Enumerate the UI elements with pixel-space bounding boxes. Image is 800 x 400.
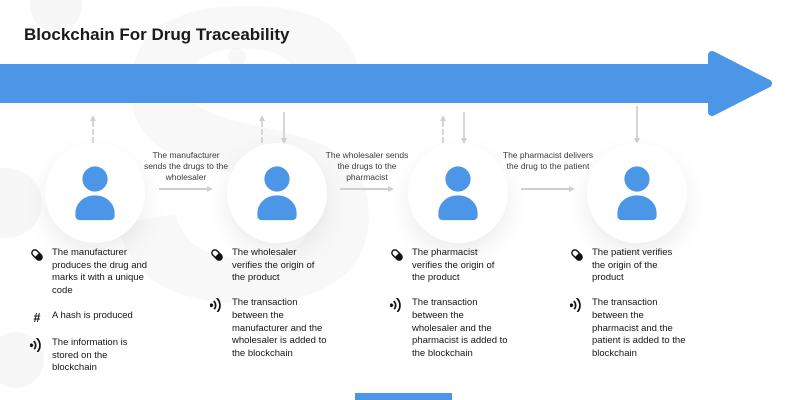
actor-circle-patient: [587, 143, 687, 243]
bullet-list-wholesaler: The wholesaler verifies the origin of th…: [210, 247, 336, 373]
list-item: The patient verifies the origin of the p…: [570, 247, 696, 285]
transfer-label: The manufacturer sends the drugs to the …: [143, 150, 229, 182]
pill-icon: [571, 249, 583, 261]
to-blockchain-arrow-icon: [258, 115, 266, 143]
list-item: The transaction between the wholesaler a…: [390, 297, 516, 361]
transfer-arrow-icon: [159, 186, 213, 192]
bullet-list-pharmacist: The pharmacist verifies the origin of th…: [390, 247, 516, 373]
bullet-text: The patient verifies the origin of the p…: [592, 247, 673, 284]
pill-icon: [211, 249, 223, 261]
hash-icon: #: [33, 310, 41, 325]
list-item: The transaction between the manufacturer…: [210, 297, 336, 361]
actor-circle-manufacturer: [45, 143, 145, 243]
to-blockchain-arrow-icon: [439, 115, 447, 143]
footer-accent-bar: [355, 393, 452, 400]
from-blockchain-arrow-icon: [280, 112, 288, 144]
actor-circle-pharmacist: [408, 143, 508, 243]
list-item: The pharmacist verifies the origin of th…: [390, 247, 516, 285]
list-item: The information is stored on the blockch…: [30, 337, 156, 375]
bullet-text: The manufacturer produces the drug and m…: [52, 247, 148, 297]
broadcast-icon: [570, 298, 581, 313]
bullet-text: The pharmacist verifies the origin of th…: [412, 247, 495, 284]
actor-circle-wholesaler: [227, 143, 327, 243]
transfer-label: The wholesaler sends the drugs to the ph…: [325, 150, 409, 182]
bullet-text: The transaction between the wholesaler a…: [412, 297, 508, 360]
bullet-text: The transaction between the pharmacist a…: [592, 297, 686, 360]
transfer-label: The pharmacist delivers the drug to the …: [502, 150, 594, 171]
from-blockchain-arrow-icon: [633, 106, 641, 144]
person-icon: [257, 166, 297, 221]
person-icon: [617, 166, 657, 221]
person-icon: [75, 166, 115, 221]
broadcast-icon: [30, 337, 41, 352]
person-icon: [438, 166, 478, 221]
bullet-list-manufacturer: The manufacturer produces the drug and m…: [30, 247, 156, 387]
list-item: The wholesaler verifies the origin of th…: [210, 247, 336, 285]
bullet-text: The information is stored on the blockch…: [52, 336, 128, 374]
broadcast-icon: [390, 298, 401, 313]
blockchain-flow-arrow-icon: [0, 51, 772, 116]
bullet-text: The transaction between the manufacturer…: [232, 297, 327, 360]
page-title: Blockchain For Drug Traceability: [24, 25, 290, 44]
bullet-text: The wholesaler verifies the origin of th…: [232, 247, 315, 284]
list-item: The transaction between the pharmacist a…: [570, 297, 696, 361]
pill-icon: [391, 249, 403, 261]
transfer-arrow-icon: [340, 186, 394, 192]
list-item: The manufacturer produces the drug and m…: [30, 247, 156, 298]
list-item: # A hash is produced: [30, 310, 156, 325]
to-blockchain-arrow-icon: [89, 115, 97, 143]
pill-icon: [31, 249, 43, 261]
from-blockchain-arrow-icon: [460, 112, 468, 144]
bullet-list-patient: The patient verifies the origin of the p…: [570, 247, 696, 373]
broadcast-icon: [210, 298, 221, 313]
bullet-text: A hash is produced: [52, 309, 133, 321]
transfer-arrow-icon: [521, 186, 575, 192]
decorative-blob: [0, 168, 42, 238]
